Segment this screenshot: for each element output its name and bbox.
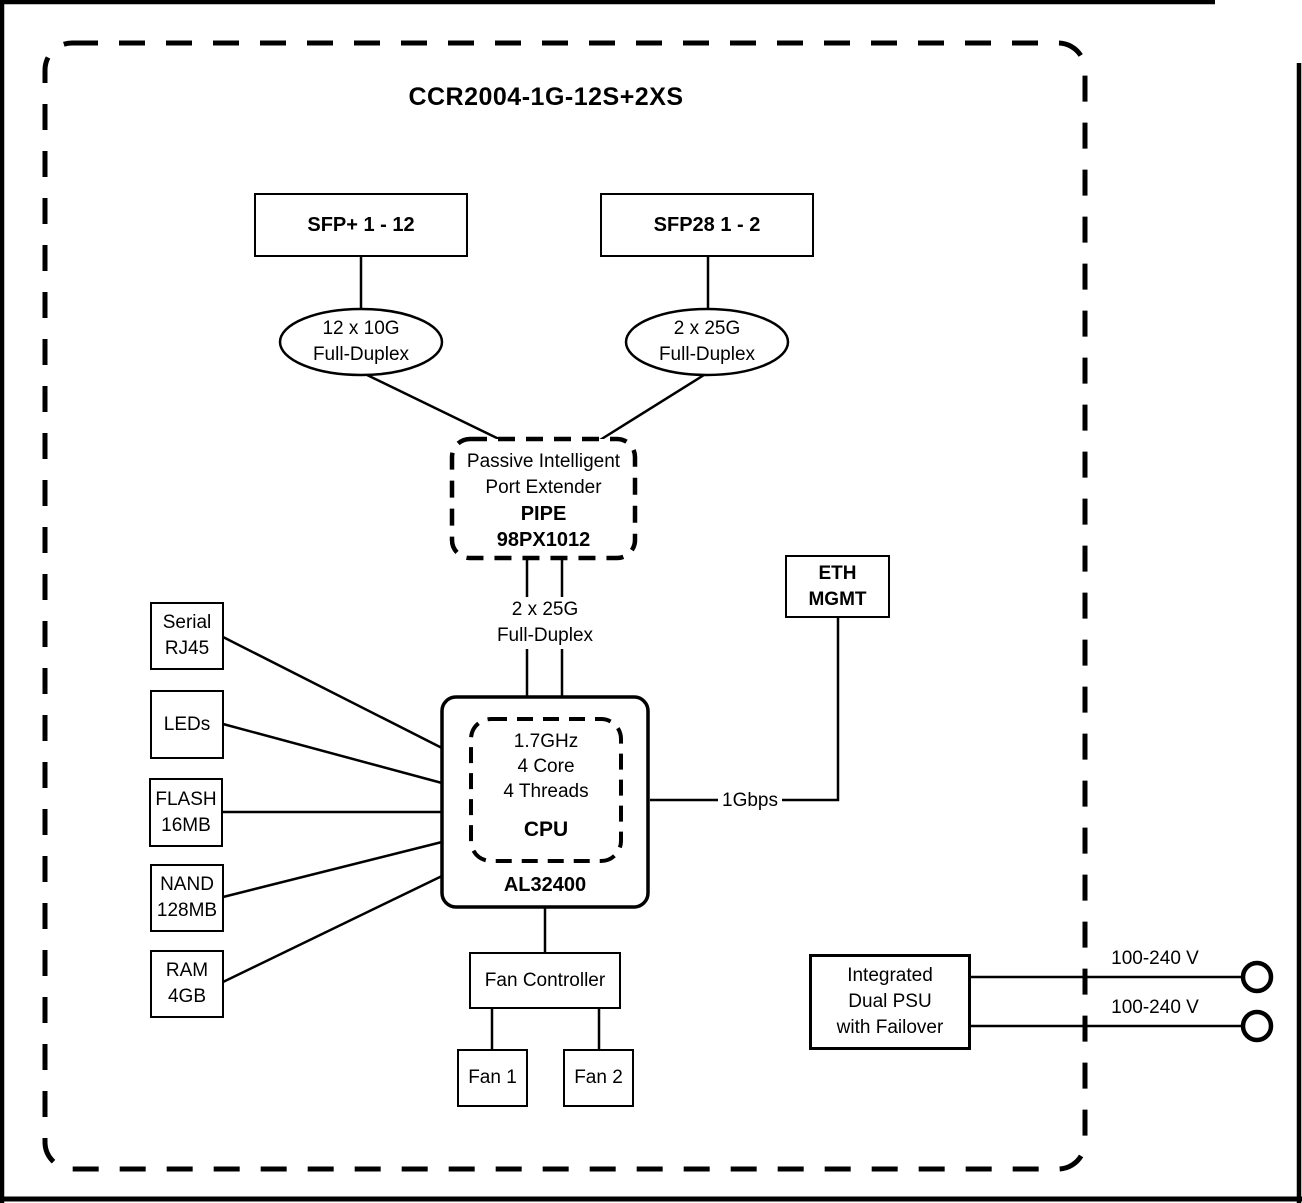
serial-line1: Serial — [162, 612, 212, 633]
ram-line1: RAM — [165, 960, 209, 981]
diagram-title: CCR2004-1G-12S+2XS — [408, 83, 684, 111]
eth-mgmt-line1: ETH — [818, 562, 857, 584]
flash-line1: FLASH — [155, 788, 217, 810]
serial-line2: RJ45 — [164, 638, 210, 659]
leds-box: LEDs — [150, 690, 224, 759]
flash-box: FLASH 16MB — [149, 778, 223, 847]
pipe-cpu-link-label: 2 x 25G Full-Duplex — [470, 597, 620, 649]
cpu-spec-threads: 4 Threads — [503, 781, 589, 802]
nand-line1: NAND — [160, 874, 214, 895]
psu-line2: Dual PSU — [848, 991, 932, 1012]
device-enclosure-dashed-border — [42, 40, 1088, 1172]
pipe-desc-line2: Port Extender — [485, 477, 602, 498]
eth-mgmt-link-speed-label: 1Gbps — [718, 788, 782, 814]
cpu-box-border — [440, 695, 650, 909]
cpu-spec-cores: 4 Core — [517, 756, 575, 777]
nand-line2: 128MB — [156, 900, 218, 921]
duplex-10g-label: 12 x 10G Full-Duplex — [279, 316, 443, 368]
connector-duplex25g-to-pipe — [599, 373, 705, 442]
duplex-10g-ellipse — [278, 307, 444, 377]
fan1-box: Fan 1 — [457, 1049, 528, 1107]
connector-leds-to-cpu — [222, 722, 443, 785]
pipe-name: PIPE — [520, 503, 567, 525]
pipe-model: 98PX1012 — [496, 529, 591, 551]
eth-mgmt-line2: MGMT — [808, 588, 867, 610]
duplex-25g-ellipse — [624, 307, 790, 377]
pipe-desc-line1: Passive Intelligent — [466, 451, 621, 472]
pipe-cpu-link-line1: 2 x 25G — [511, 599, 579, 620]
fan2-box: Fan 2 — [563, 1049, 634, 1107]
leds-line1: LEDs — [163, 713, 211, 735]
duplex-25g-line2: Full-Duplex — [658, 344, 756, 365]
serial-rj45-box: Serial RJ45 — [150, 602, 224, 670]
connector-serial-to-cpu — [222, 635, 443, 750]
psu-line3: with Failover — [836, 1017, 944, 1038]
ram-box: RAM 4GB — [150, 950, 224, 1018]
pipe-cpu-link-line2: Full-Duplex — [496, 625, 594, 646]
cpu-core-spec: 1.7GHz 4 Core 4 Threads CPU — [471, 729, 621, 842]
duplex-10g-line2: Full-Duplex — [312, 344, 410, 365]
fan2-label: Fan 2 — [574, 1067, 623, 1088]
psu-input1-voltage-label: 100-240 V — [1111, 948, 1199, 969]
connector-cpu-to-ethmgmt — [650, 618, 840, 802]
power-inlet-1-icon — [1240, 960, 1274, 994]
duplex-25g-label: 2 x 25G Full-Duplex — [625, 316, 789, 368]
sfp28-ports-label: SFP28 1 - 2 — [653, 214, 761, 236]
connector-duplex10g-to-pipe — [362, 371, 502, 442]
psu-line1: Integrated — [847, 965, 933, 986]
sfp-plus-ports-label: SFP+ 1 - 12 — [307, 214, 415, 236]
sfp28-ports-box: SFP28 1 - 2 — [600, 193, 814, 257]
fan-controller-box: Fan Controller — [469, 952, 621, 1009]
flash-line2: 16MB — [161, 814, 211, 836]
sfp-plus-ports-box: SFP+ 1 - 12 — [254, 193, 468, 257]
connector-ram-to-cpu — [222, 874, 443, 984]
nand-box: NAND 128MB — [150, 864, 224, 932]
cpu-name-label: CPU — [523, 818, 569, 841]
ram-line2: 4GB — [167, 986, 207, 1007]
cpu-core-dashed-border — [469, 717, 623, 863]
pipe-box-label: Passive Intelligent Port Extender PIPE 9… — [452, 449, 635, 553]
power-inlet-2-icon — [1240, 1009, 1274, 1043]
psu-box: Integrated Dual PSU with Failover — [809, 954, 971, 1050]
cpu-spec-clock: 1.7GHz — [513, 731, 579, 752]
pipe-box-border — [449, 436, 638, 561]
duplex-10g-line1: 12 x 10G — [322, 318, 400, 339]
connector-nand-to-cpu — [222, 840, 443, 899]
duplex-25g-line1: 2 x 25G — [673, 318, 741, 339]
eth-mgmt-box: ETH MGMT — [785, 555, 890, 618]
psu-input2-voltage-label: 100-240 V — [1111, 997, 1199, 1018]
cpu-model-label: AL32400 — [503, 874, 587, 896]
fan-controller-label: Fan Controller — [484, 969, 606, 991]
fan1-label: Fan 1 — [468, 1067, 517, 1088]
